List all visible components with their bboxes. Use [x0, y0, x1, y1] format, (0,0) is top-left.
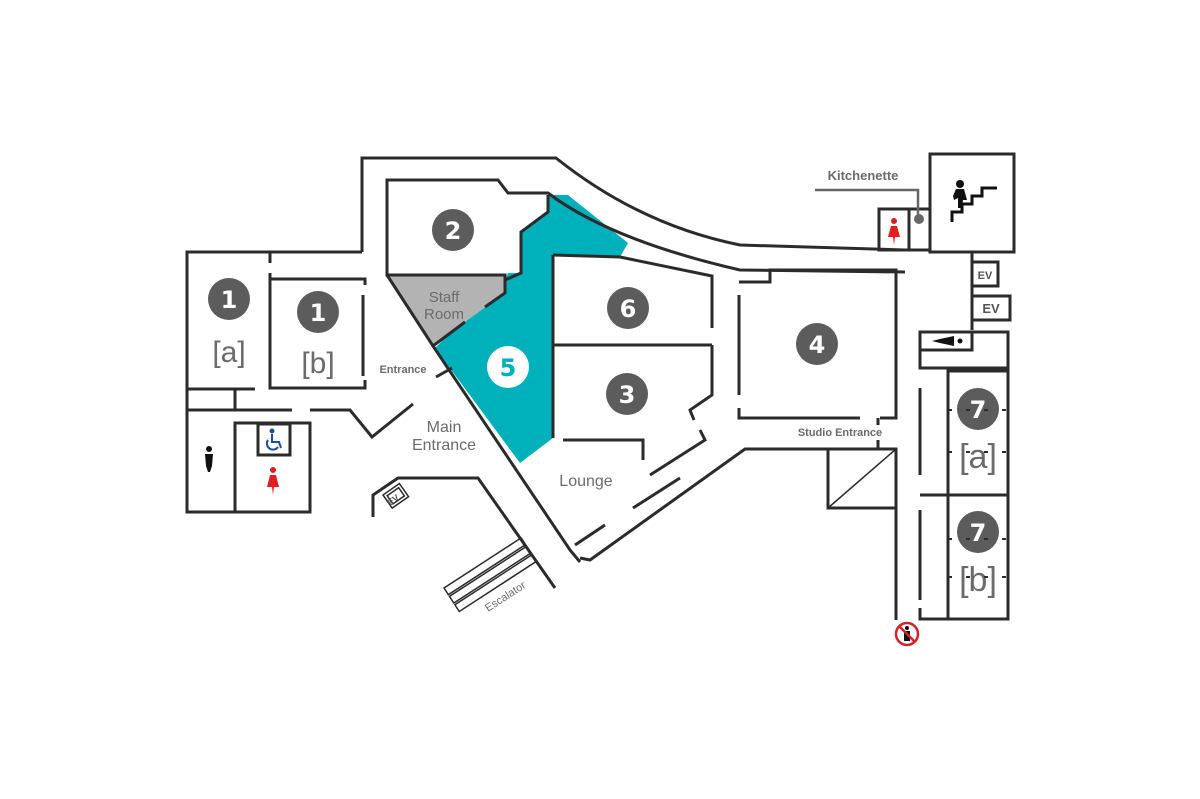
room-3-wall — [649, 429, 707, 477]
room-7b-badge[interactable]: 7 — [957, 511, 999, 553]
room-5-wall — [552, 253, 621, 259]
room-7-wall — [918, 330, 1010, 370]
kitchenette-label: Kitchenette — [828, 168, 899, 183]
room-1b-suffix: [b] — [301, 347, 334, 380]
elevator-box-inner — [386, 486, 406, 505]
no-entry-icon[interactable] — [894, 621, 920, 647]
room-1b-badge[interactable]: 1 — [297, 291, 339, 333]
room-7a-badge[interactable]: 7 — [957, 388, 999, 430]
room-5-wall — [431, 345, 582, 563]
smoking-area-icon — [932, 336, 963, 346]
storage-diagonal — [827, 448, 897, 509]
room-4-badge[interactable]: 4 — [796, 323, 838, 365]
ev-box-2 — [970, 294, 1012, 322]
room-4-wall — [739, 268, 898, 420]
kitchenette-leader — [815, 188, 920, 215]
corridor-wall — [579, 447, 826, 562]
womens-restroom-icon — [267, 467, 279, 495]
room-4-wall — [737, 408, 860, 420]
staff-room-label: Room — [424, 306, 464, 323]
accessible-restroom-icon — [265, 428, 282, 451]
svg-text:7: 7 — [970, 519, 987, 547]
svg-text:6: 6 — [620, 295, 637, 323]
room-1a-suffix: [a] — [212, 336, 245, 369]
svg-text:3: 3 — [619, 381, 636, 409]
ev-box-1 — [970, 260, 1000, 288]
main-entrance-label: Entrance — [412, 437, 476, 454]
staff-room-label: Staff — [429, 289, 460, 306]
room-7b-box — [946, 493, 1010, 621]
smoking-room — [918, 330, 974, 352]
room-5-badge[interactable]: 5 — [487, 346, 529, 388]
room-5-area[interactable] — [435, 195, 628, 463]
svg-text:7: 7 — [970, 396, 987, 424]
entrance-wall — [371, 476, 557, 589]
room-7b-suffix: [b] — [959, 561, 997, 599]
staff-room-wall — [484, 275, 507, 309]
kitchenette-marker-icon — [914, 214, 924, 224]
svg-text:4: 4 — [809, 331, 826, 359]
room-7a-suffix: [a] — [959, 438, 997, 476]
room-6-wall — [619, 255, 714, 328]
lounge-wall — [574, 523, 606, 547]
room-2-wall — [385, 180, 550, 283]
room-3-wall — [563, 438, 645, 460]
accessible-restroom-box — [256, 422, 292, 457]
escalator-label: Escalator — [483, 579, 528, 614]
elevator-label: EV — [982, 301, 1000, 316]
room-1b-wall — [270, 277, 367, 285]
entrance-label: Entrance — [379, 364, 426, 376]
room-2-badge[interactable]: 2 — [432, 209, 474, 251]
left-block-wall — [185, 250, 362, 514]
svg-text:1: 1 — [310, 299, 327, 327]
mens-restroom-icon — [205, 446, 213, 472]
svg-text:2: 2 — [445, 217, 462, 245]
wall — [360, 156, 906, 252]
room-3-wall — [688, 345, 714, 421]
entrance-wall — [310, 402, 414, 440]
elevator-box — [381, 482, 410, 510]
corridor-wall — [826, 447, 898, 620]
lounge-label: Lounge — [559, 473, 612, 490]
room-1b-wall — [268, 273, 367, 390]
womens-restroom-icon — [888, 218, 900, 245]
room-1a-badge[interactable]: 1 — [208, 278, 250, 320]
escalator — [442, 536, 538, 613]
room-3-badge[interactable]: 3 — [606, 373, 648, 415]
svg-text:1: 1 — [221, 286, 238, 314]
entrance-wall — [435, 366, 453, 379]
kitchenette-room — [907, 207, 932, 252]
wall — [385, 178, 906, 274]
studio-entrance-label: Studio Entrance — [798, 427, 882, 439]
corridor-wall — [918, 608, 948, 621]
main-entrance-label: Main — [427, 419, 462, 436]
stairs-icon — [950, 180, 997, 222]
lounge-wall — [632, 476, 681, 510]
elevator-label: EV — [978, 270, 993, 282]
staff-room-area[interactable] — [387, 275, 505, 346]
room-6-badge[interactable]: 6 — [607, 287, 649, 329]
svg-text:5: 5 — [500, 354, 517, 382]
